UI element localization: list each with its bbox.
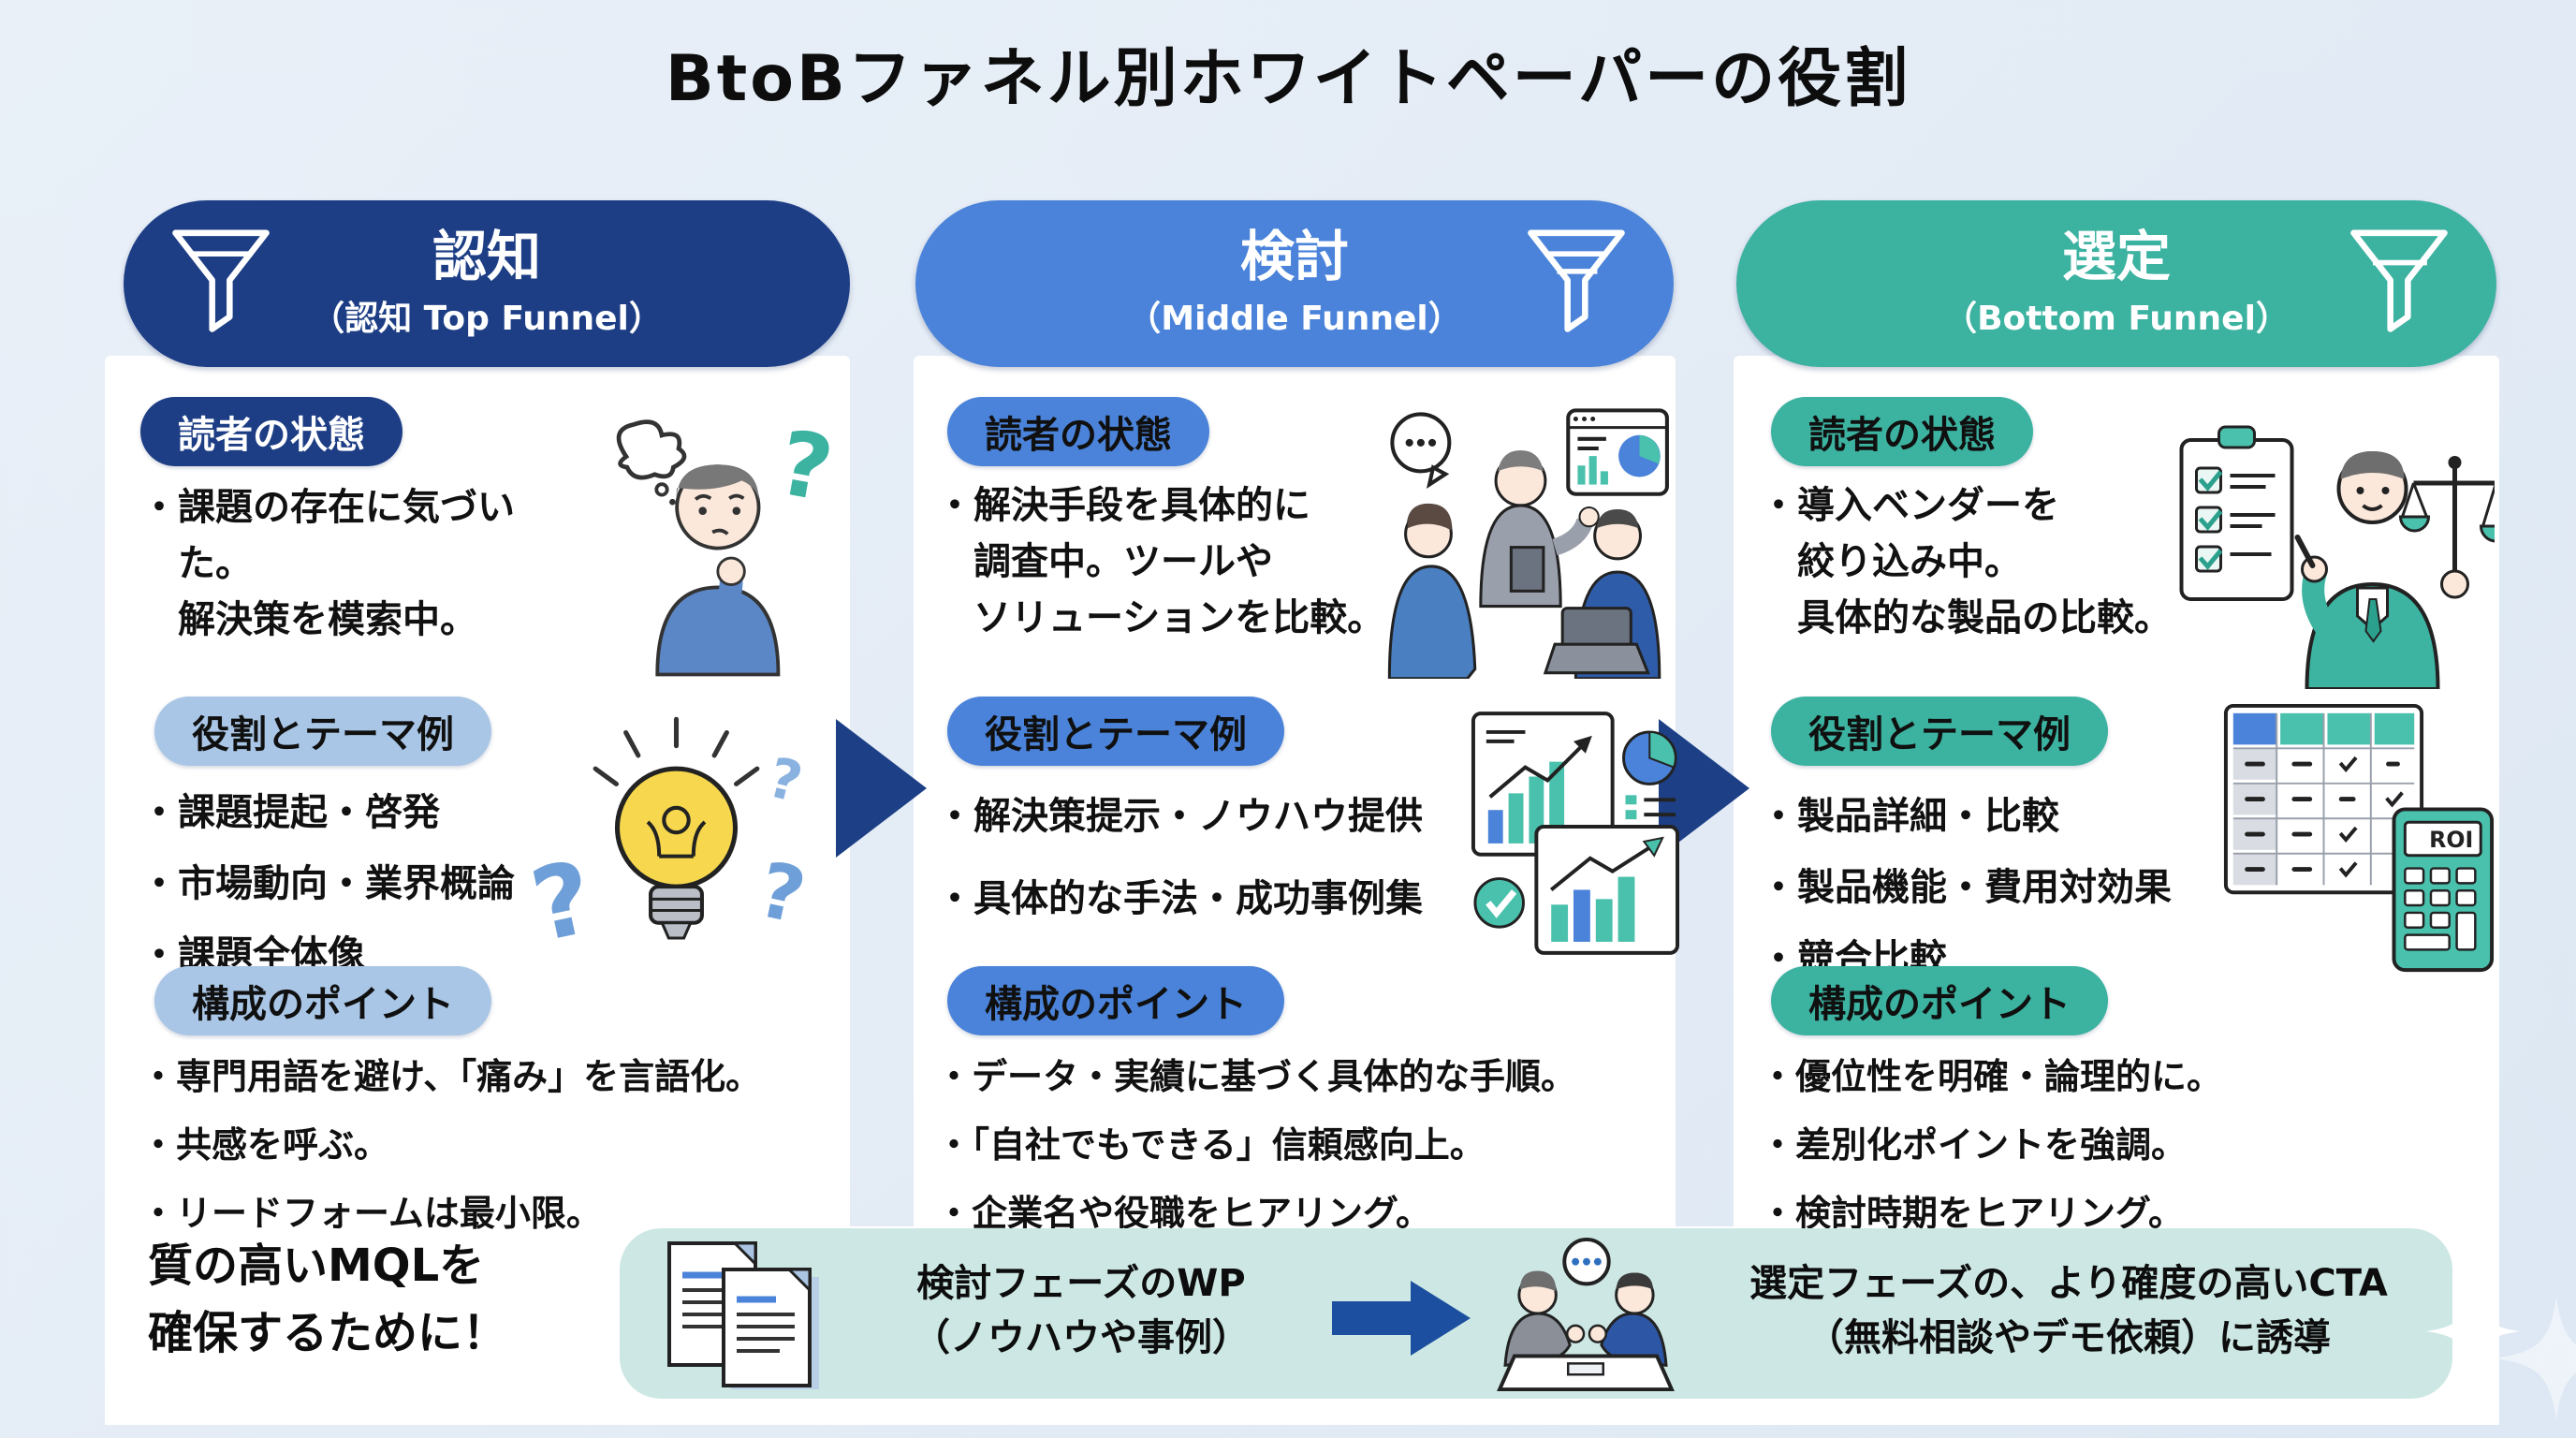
- structure-points-bullets: ・専門用語を避け、「痛み」を言語化。 ・共感を呼ぶ。 ・リードフォームは最小限。: [140, 1050, 842, 1255]
- footer-lead-text: 質の高いMQLを 確保するために！: [148, 1240, 508, 1359]
- structure-points-bullets: ・優位性を明確・論理的に。 ・差別化ポイントを強調。 ・検討時期をヒアリング。: [1760, 1050, 2471, 1255]
- bullet-item: ・専門用語を避け、「痛み」を言語化。: [140, 1056, 762, 1097]
- bullet-item: ・優位性を明確・論理的に。: [1760, 1056, 2223, 1097]
- header-title: 検討: [1239, 225, 1349, 289]
- comparison-table-calculator-illustration: ROI: [2223, 703, 2495, 973]
- svg-text:?: ?: [762, 744, 809, 814]
- role-themes-bullets: ・解決策提示・ノウハウ提供 ・具体的な手法・成功事例集: [936, 788, 1479, 942]
- header-subtitle: （認知 Top Funnel）: [311, 299, 663, 338]
- sparkle-icon: [2426, 1284, 2520, 1378]
- section-label-readers-state: 読者の状態: [947, 397, 1209, 466]
- header-subtitle: （Middle Funnel）: [1127, 299, 1462, 338]
- funnel-icon: [172, 229, 270, 332]
- bullet-item: ・解決手段を具体的に 調査中。ツールや ソリューションを比較。: [936, 484, 1385, 639]
- footer-step2-text: 選定フェーズの、より確度の高いCTA （無料相談やデモ依頼）に誘導: [1749, 1262, 2388, 1359]
- structure-points-bullets: ・データ・実績に基づく具体的な手順。 ・「自社でもできる」信頼感向上。 ・企業名…: [936, 1050, 1666, 1255]
- footer-step1-text: 検討フェーズのWP （ノウハウや事例）: [913, 1262, 1250, 1359]
- growth-charts-illustration: [1471, 712, 1680, 955]
- funnel-icon: [1528, 229, 1625, 332]
- section-label-role-themes: 役割とテーマ例: [947, 697, 1284, 766]
- bullet-item: ・データ・実績に基づく具体的な手順。: [936, 1056, 1577, 1097]
- section-label-role-themes: 役割とテーマ例: [1771, 697, 2108, 766]
- vendor-evaluation-illustration: [2179, 425, 2495, 689]
- bullet-item: ・リードフォームは最小限。: [140, 1193, 602, 1234]
- funnel-icon: [2350, 229, 2448, 332]
- bullet-item: ・共感を呼ぶ。: [140, 1124, 390, 1166]
- bullet-item: ・差別化ポイントを強調。: [1760, 1124, 2188, 1166]
- footer-right-arrow-icon: [1332, 1281, 1471, 1356]
- readers-state-bullets: ・課題の存在に気づいた。 解決策を模索中。: [140, 479, 580, 663]
- section-label-structure-points: 構成のポイント: [154, 966, 491, 1035]
- bullet-item: ・製品機能・費用対効果: [1760, 866, 2172, 909]
- section-label-structure-points: 構成のポイント: [947, 966, 1284, 1035]
- bullet-item: ・検討時期をヒアリング。: [1760, 1193, 2184, 1234]
- header-consideration: 検討 （Middle Funnel）: [915, 200, 1674, 367]
- header-title: 選定: [2061, 225, 2171, 289]
- bullet-item: ・課題の存在に気づいた。 解決策を模索中。: [140, 486, 515, 641]
- arrow-awareness-to-consideration: [836, 719, 927, 858]
- readers-state-bullets: ・導入ベンダーを 絞り込み中。 具体的な製品の比較。: [1760, 477, 2265, 661]
- consultation-meeting-icon: [1497, 1237, 1675, 1392]
- section-label-readers-state: 読者の状態: [1771, 397, 2033, 466]
- roi-display-label: ROI: [2429, 827, 2473, 853]
- bullet-item: ・具体的な手法・成功事例集: [936, 877, 1423, 920]
- svg-text:?: ?: [529, 840, 603, 965]
- header-title: 認知: [432, 225, 541, 289]
- bullet-item: ・導入ベンダーを 絞り込み中。 具体的な製品の比較。: [1760, 484, 2172, 639]
- section-label-role-themes: 役割とテーマ例: [154, 697, 491, 766]
- svg-text:?: ?: [771, 412, 840, 522]
- team-discussion-illustration: [1387, 408, 1669, 679]
- header-selection: 選定 （Bottom Funnel）: [1736, 200, 2496, 367]
- whitepaper-documents-icon: [667, 1241, 819, 1389]
- bullet-item: ・企業名や役職をヒアリング。: [936, 1193, 1431, 1234]
- bullet-item: ・解決策提示・ノウハウ提供: [936, 795, 1423, 838]
- svg-text:?: ?: [751, 846, 812, 942]
- sparkle-icon: [2496, 1298, 2576, 1419]
- lightbulb-questions-illustration: ? ? ?: [529, 716, 812, 965]
- section-label-readers-state: 読者の状態: [140, 397, 402, 466]
- header-subtitle: （Bottom Funnel）: [1943, 299, 2290, 338]
- header-awareness: 認知 （認知 Top Funnel）: [124, 200, 850, 367]
- bullet-item: ・課題提起・啓発: [140, 791, 440, 834]
- readers-state-bullets: ・解決手段を具体的に 調査中。ツールや ソリューションを比較。: [936, 477, 1460, 661]
- bullet-item: ・「自社でもできる」信頼感向上。: [936, 1124, 1486, 1166]
- section-label-structure-points: 構成のポイント: [1771, 966, 2108, 1035]
- bullet-item: ・市場動向・業界概論: [140, 862, 515, 905]
- page-title: BtoBファネル別ホワイトペーパーの役割: [665, 42, 1911, 116]
- bullet-item: ・製品詳細・比較: [1760, 795, 2059, 838]
- thinking-person-illustration: ?: [616, 412, 840, 677]
